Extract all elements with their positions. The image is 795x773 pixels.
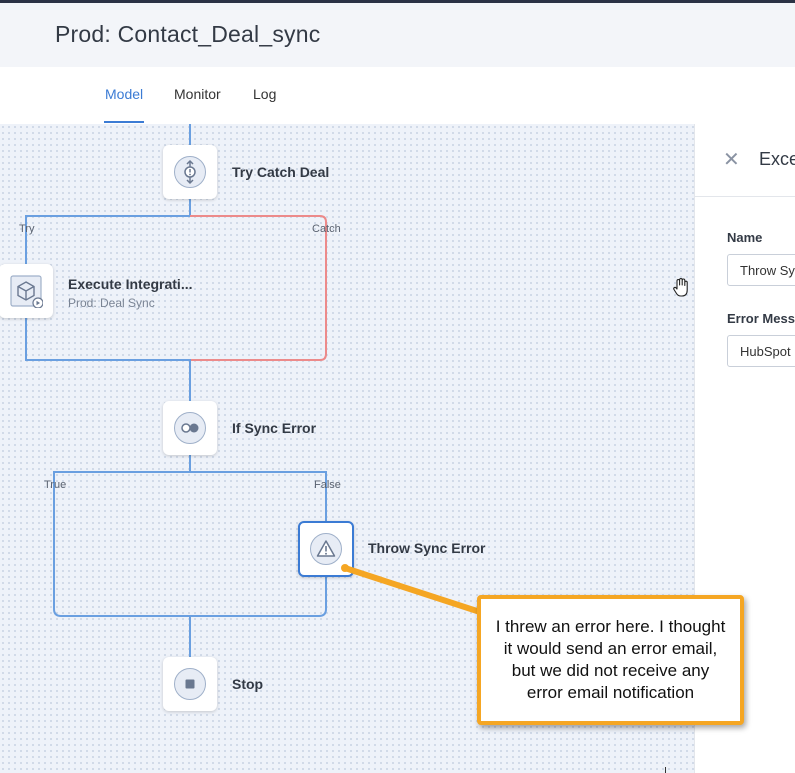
step-config-panel: ✕ Exce Name Throw Sy Error Messa HubSpot: [694, 124, 795, 773]
close-icon[interactable]: ✕: [723, 149, 740, 171]
page-title: Prod: Contact_Deal_sync: [55, 21, 321, 47]
branch-label-false: False: [314, 479, 341, 491]
panel-header: ✕ Exce: [695, 124, 795, 197]
node-sub-execute: Prod: Deal Sync: [68, 296, 155, 310]
flow-connectors: [25, 124, 327, 657]
branch-label-try: Try: [19, 223, 35, 235]
annotation-text: I threw an error here. I thought it woul…: [495, 617, 726, 702]
page-header: Prod: Contact_Deal_sync: [0, 3, 795, 67]
node-execute-integration[interactable]: [0, 264, 53, 318]
toggle-icon: [181, 423, 199, 433]
node-if-sync-error[interactable]: [163, 401, 217, 455]
node-label-stop: Stop: [232, 676, 264, 692]
warning-triangle-icon: [316, 540, 336, 557]
node-label-throw: Throw Sync Error: [368, 540, 486, 556]
tab-monitor[interactable]: Monitor: [174, 86, 221, 102]
active-tab-indicator: [104, 121, 144, 123]
name-field-label: Name: [727, 230, 763, 245]
node-stop[interactable]: [163, 657, 217, 711]
branch-label-catch: Catch: [312, 223, 341, 235]
canvas-resize-handle: [665, 767, 666, 773]
top-border: [0, 0, 795, 3]
integration-cube-icon: [10, 275, 43, 308]
node-try-catch-deal[interactable]: [163, 145, 217, 199]
branch-label-true: True: [44, 479, 67, 491]
node-label-execute: Execute Integrati...: [68, 276, 193, 292]
name-field[interactable]: Throw Sy: [727, 254, 795, 286]
stop-square-icon: [185, 679, 195, 689]
error-message-label: Error Messa: [727, 311, 795, 326]
tab-model[interactable]: Model: [105, 86, 144, 102]
node-throw-sync-error[interactable]: [298, 521, 354, 577]
panel-title: Exce: [759, 149, 795, 169]
error-message-field[interactable]: HubSpot: [727, 335, 795, 367]
annotation-callout: I threw an error here. I thought it woul…: [477, 595, 744, 725]
tab-log[interactable]: Log: [253, 86, 277, 102]
node-label-try-catch: Try Catch Deal: [232, 164, 330, 180]
node-label-if-sync: If Sync Error: [232, 420, 317, 436]
try-catch-icon: [184, 159, 196, 185]
grab-hand-cursor-icon: [673, 277, 688, 297]
tab-bar: Model Monitor Log: [0, 67, 795, 125]
